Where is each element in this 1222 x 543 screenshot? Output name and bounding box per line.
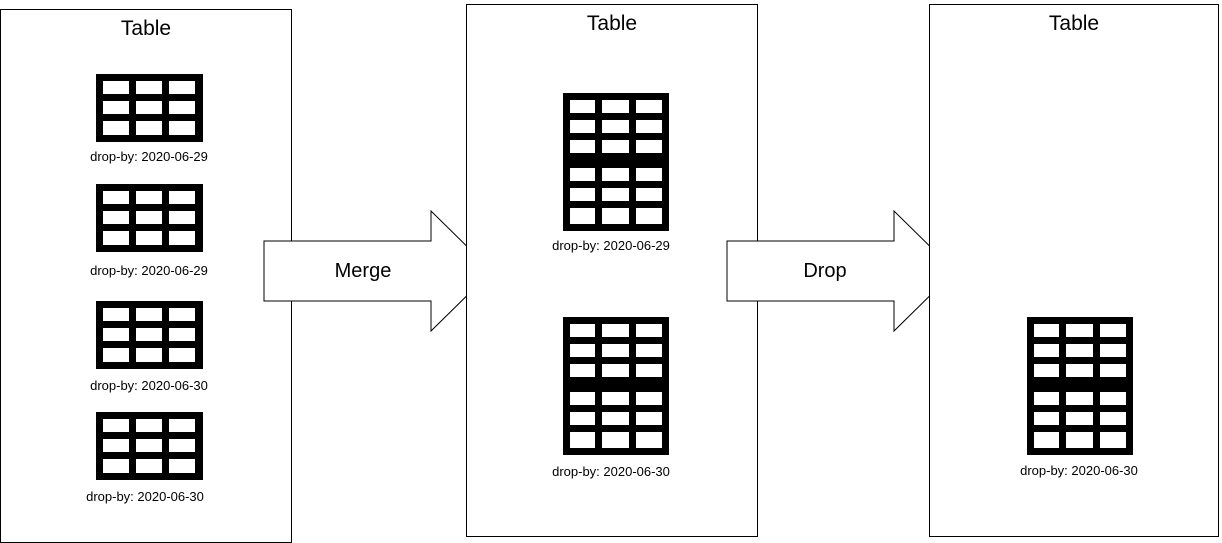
table-drop-by-label: drop-by: 2020-06-29 xyxy=(552,238,670,253)
table-grid-icon xyxy=(96,412,203,480)
result-table-panel: Table drop-by: 2020-06-30 xyxy=(929,4,1219,537)
table-grid-icon xyxy=(96,184,203,252)
table-drop-by-label: drop-by: 2020-06-30 xyxy=(552,464,670,479)
table-drop-by-label: drop-by: 2020-06-29 xyxy=(90,149,208,164)
drop-label: Drop xyxy=(803,260,847,282)
merge-label: Merge xyxy=(334,260,392,282)
merged-table-grid-icon xyxy=(1027,317,1133,455)
merged-table-grid-icon xyxy=(563,317,669,455)
table-grid-icon xyxy=(96,301,203,369)
table-drop-by-label: drop-by: 2020-06-29 xyxy=(90,263,208,278)
table-drop-by-label: drop-by: 2020-06-30 xyxy=(86,489,204,504)
merge-arrow-icon xyxy=(263,210,493,333)
merged-table-panel: Table drop-by: 2020-06-29 xyxy=(466,4,758,537)
table-drop-by-label: drop-by: 2020-06-30 xyxy=(1020,463,1138,478)
table-drop-by-label: drop-by: 2020-06-30 xyxy=(90,378,208,393)
source-table-panel: Table drop-by: 2020-06-29 drop-by: 2020-… xyxy=(0,9,292,543)
panel-title: Table xyxy=(1048,12,1100,35)
panel-title: Table xyxy=(120,17,172,40)
panel-title: Table xyxy=(586,12,638,35)
table-grid-icon xyxy=(96,74,203,142)
drop-arrow-icon xyxy=(726,210,956,333)
merged-table-grid-icon xyxy=(563,93,669,231)
